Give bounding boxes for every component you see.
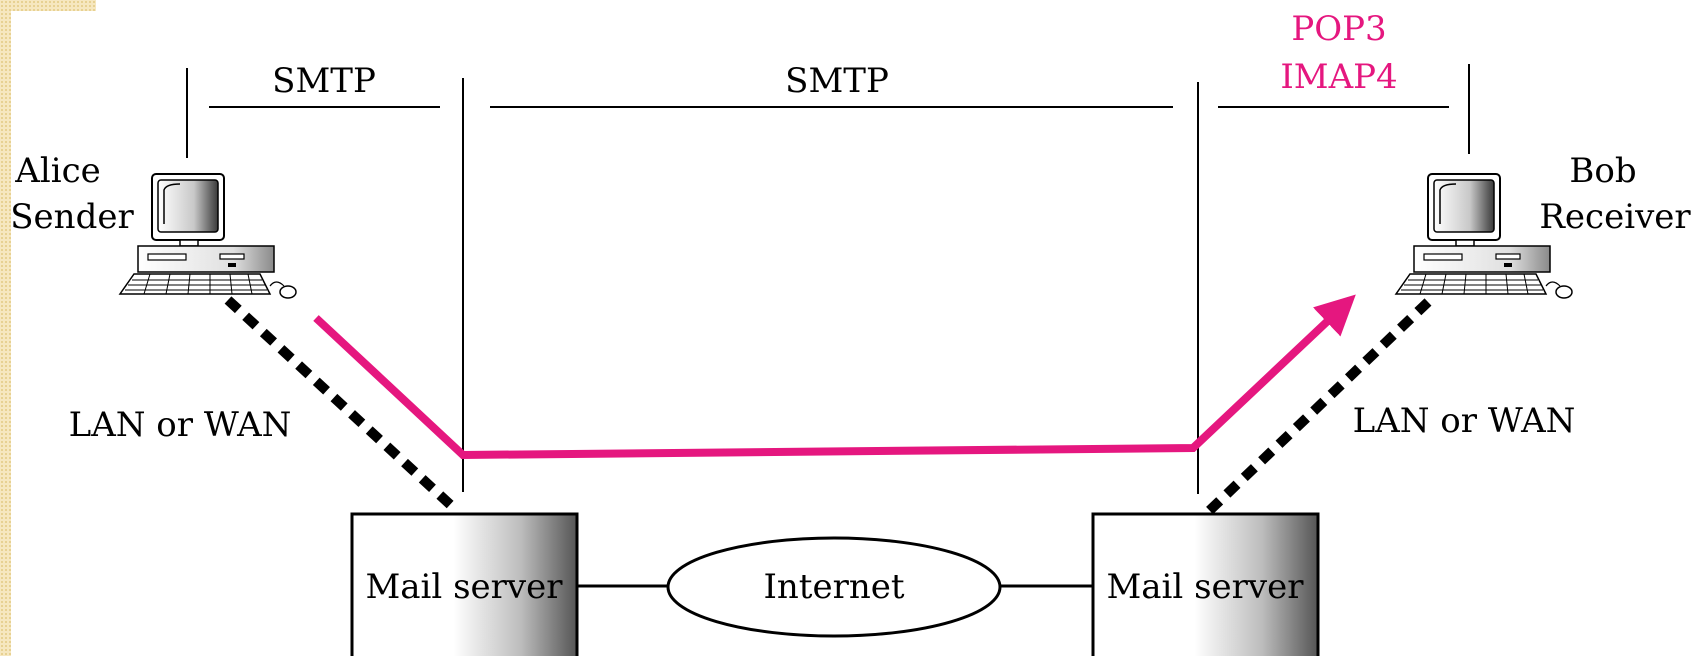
bob-computer-icon	[1394, 173, 1573, 299]
sender-name-label: Alice	[14, 151, 100, 191]
decorative-corner	[0, 0, 96, 11]
mail-server-right-label: Mail server	[1106, 567, 1304, 607]
alice-computer-icon	[118, 173, 297, 299]
sender-role-label: Sender	[10, 197, 134, 237]
lan-links	[224, 296, 1432, 516]
protocol-label-pop3: POP3	[1291, 9, 1386, 49]
internet-label: Internet	[763, 567, 904, 607]
lan-label-left: LAN or WAN	[69, 405, 292, 445]
mail-server-right: Mail server	[1091, 512, 1320, 656]
receiver-name-label: Bob	[1569, 151, 1636, 191]
lan-link-left	[224, 296, 460, 514]
protocol-label-imap4: IMAP4	[1280, 57, 1397, 97]
mail-server-left: Mail server	[350, 512, 579, 656]
protocol-label-smtp-left: SMTP	[272, 61, 376, 101]
lan-label-right: LAN or WAN	[1353, 401, 1576, 441]
protocol-label-smtp-middle: SMTP	[785, 61, 889, 101]
internet-node: Internet	[666, 536, 1002, 638]
receiver-role-label: Receiver	[1539, 197, 1691, 237]
protocol-boundaries	[186, 64, 1470, 494]
decorative-border	[0, 0, 11, 656]
lan-link-right	[1204, 298, 1432, 516]
mail-server-left-label: Mail server	[365, 567, 563, 607]
message-flow-path	[313, 294, 1356, 460]
